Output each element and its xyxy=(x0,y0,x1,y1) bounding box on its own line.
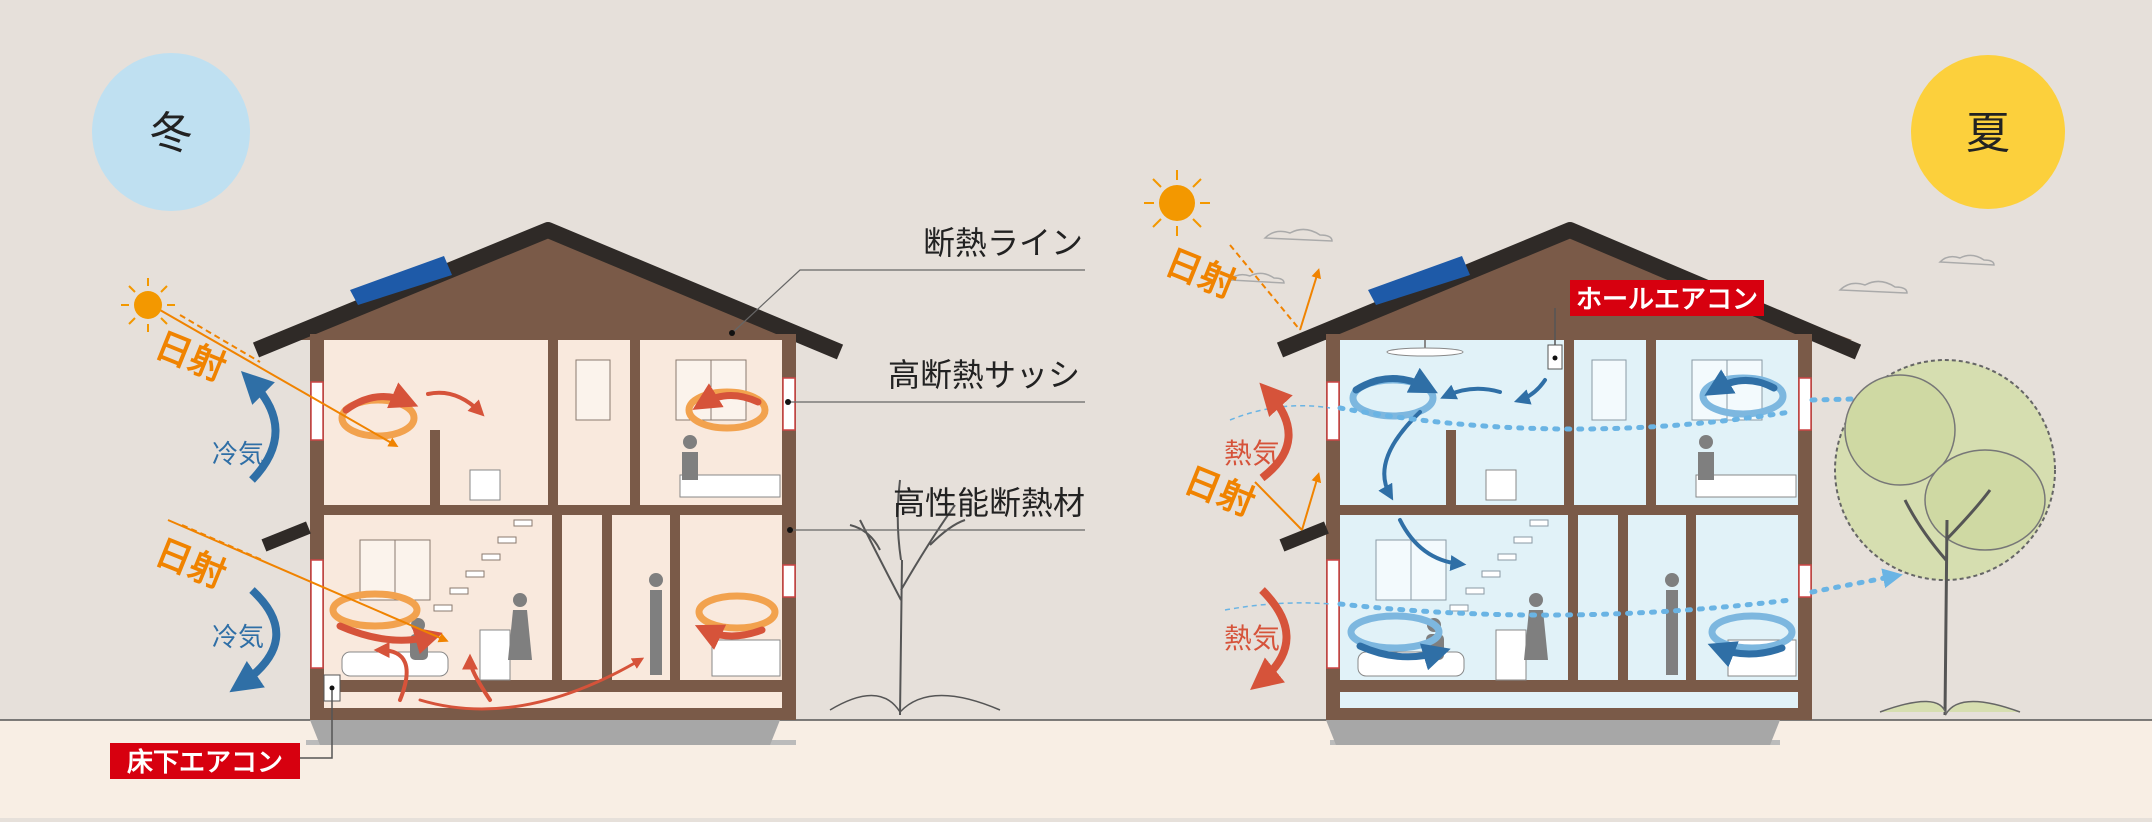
summer-hot-air-lower: 熱気 xyxy=(1224,622,1280,655)
tree-icon xyxy=(1834,359,2056,716)
summer-house xyxy=(1224,222,1903,745)
cloud-icon xyxy=(1228,228,1995,294)
summer-roof xyxy=(1285,232,1852,340)
label-high-sash: 高断熱サッシ xyxy=(888,356,1080,394)
label-insulation-line: 断熱ライン xyxy=(923,224,1083,262)
winter-cold-air-lower: 冷気 xyxy=(212,623,264,653)
summer-hot-air-upper: 熱気 xyxy=(1224,437,1280,470)
summer-label: 夏 xyxy=(1966,108,2010,159)
foundation xyxy=(310,720,780,745)
solar-panel-icon xyxy=(350,256,452,305)
winter-sunlight-upper: 日射 xyxy=(149,325,231,390)
sun-icon xyxy=(1144,170,1210,236)
underfloor-ac-badge xyxy=(110,743,300,779)
winter-cold-air-upper: 冷気 xyxy=(212,440,264,470)
summer-sunlight-upper: 日射 xyxy=(1159,242,1241,307)
solar-panel-icon xyxy=(1368,256,1470,305)
winter-roof xyxy=(260,232,830,340)
tree-icon xyxy=(829,479,1001,716)
label-insulation-material: 高性能断熱材 xyxy=(893,484,1085,522)
hall-ac-badge xyxy=(1570,280,1764,316)
summer-circle xyxy=(1911,55,2065,209)
winter-circle xyxy=(92,53,250,211)
sun-icon xyxy=(121,278,175,332)
ceiling-fan-icon xyxy=(1386,340,1464,357)
hall-ac-label: ホールエアコン xyxy=(1576,285,1758,315)
winter-house xyxy=(159,222,844,759)
underfloor-ac-label: 床下エアコン xyxy=(127,747,283,778)
high-insulation-sash xyxy=(310,381,324,441)
winter-label: 冬 xyxy=(149,108,193,159)
